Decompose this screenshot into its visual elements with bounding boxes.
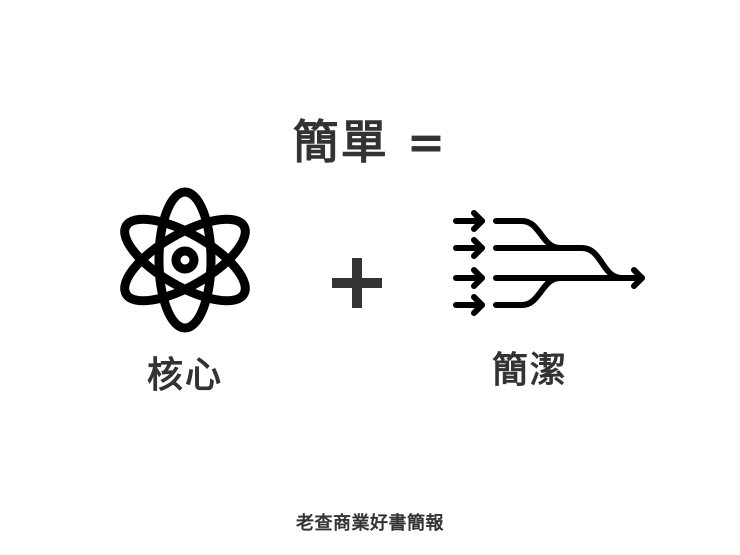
label-core: 核心: [146, 355, 223, 396]
footer-credit: 老查商業好書簡報: [296, 513, 444, 534]
merging-arrows-icon: [452, 208, 648, 318]
label-concise: 簡潔: [491, 350, 568, 391]
plus-icon: [330, 256, 384, 310]
slide-title: 簡單 =: [292, 115, 448, 169]
atom-icon: [112, 185, 258, 335]
